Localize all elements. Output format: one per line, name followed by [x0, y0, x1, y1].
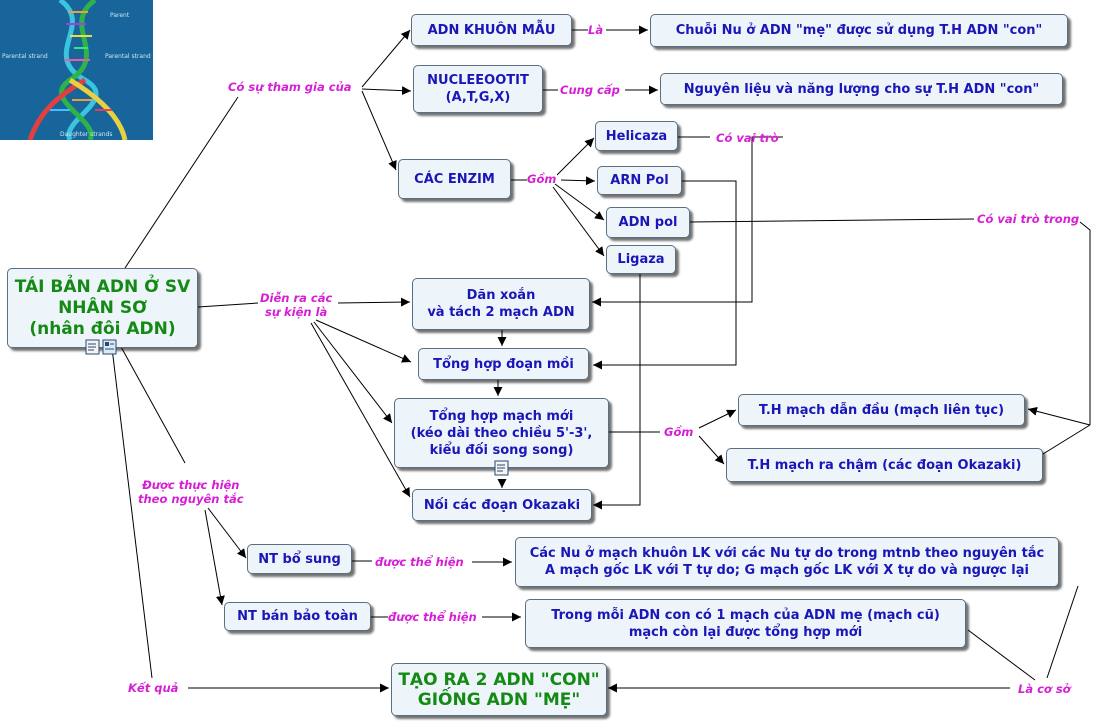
dna-caption-parent: Parent: [110, 12, 130, 19]
label-includes: Gồm: [527, 172, 557, 186]
node-okazaki-joining[interactable]: Nối các đoạn Okazaki: [412, 489, 592, 521]
label-events: Diễn ra các sự kiện là: [260, 291, 333, 319]
root-topic[interactable]: TÁI BẢN ADN Ở SV NHÂN SƠ (nhân đôi ADN): [7, 268, 198, 348]
label-role-in: Có vai trò trong: [977, 212, 1080, 226]
node-semiconservative-definition[interactable]: Trong mỗi ADN con có 1 mạch của ADN mẹ (…: [525, 599, 966, 648]
node-dna-polymerase[interactable]: ADN pol: [606, 207, 690, 238]
label-shown-semiconservative: được thể hiện: [388, 610, 477, 624]
note-icon[interactable]: [85, 339, 101, 356]
dna-caption-parental-left: Parental strand: [2, 53, 48, 60]
note-icon[interactable]: [494, 460, 510, 477]
node-leading-strand[interactable]: T.H mạch dẫn đầu (mạch liên tục): [738, 394, 1025, 426]
node-nucleotide-definition[interactable]: Nguyên liệu và năng lượng cho sự T.H ADN…: [660, 73, 1063, 105]
label-shown-complementary: được thể hiện: [375, 555, 464, 569]
node-complementary-definition[interactable]: Các Nu ở mạch khuôn LK với các Nu tự do …: [515, 537, 1059, 587]
node-template-definition[interactable]: Chuỗi Nu ở ADN "mẹ" được sử dụng T.H ADN…: [650, 14, 1068, 47]
label-basis: Là cơ sở: [1018, 682, 1071, 696]
node-enzymes[interactable]: CÁC ENZIM: [398, 159, 511, 199]
label-participation: Có sự tham gia của: [228, 80, 352, 94]
node-primer-synthesis[interactable]: Tổng hợp đoạn mồi: [418, 348, 589, 380]
dna-caption-parental-right: Parental strand: [105, 53, 151, 60]
dna-helix-image: Parent Parental strand Parental strand D…: [0, 0, 153, 140]
label-includes-strands: Gồm: [664, 425, 694, 439]
label-result: Kết quả: [128, 681, 179, 695]
dna-caption-daughter: Daughter strands: [60, 131, 113, 138]
node-unwinding[interactable]: Dãn xoắn và tách 2 mạch ADN: [412, 278, 590, 330]
node-ligase[interactable]: Ligaza: [606, 245, 676, 274]
label-provides: Cung cấp: [560, 83, 620, 97]
node-new-strand-synthesis[interactable]: Tổng hợp mạch mới (kéo dài theo chiều 5'…: [394, 398, 609, 468]
node-rna-polymerase[interactable]: ARN Pol: [597, 166, 682, 195]
label-is: Là: [588, 23, 604, 37]
node-result[interactable]: TẠO RA 2 ADN "CON" GIỐNG ADN "MẸ": [391, 663, 607, 716]
attachment-icon[interactable]: [102, 339, 118, 356]
label-principle: Được thực hiện theo nguyên tắc: [138, 478, 244, 506]
node-lagging-strand[interactable]: T.H mạch ra chậm (các đoạn Okazaki): [726, 448, 1043, 482]
label-role: Có vai trò: [716, 131, 779, 145]
node-template-dna[interactable]: ADN KHUÔN MẪU: [411, 14, 572, 46]
node-semiconservative-principle[interactable]: NT bán bảo toàn: [224, 602, 371, 631]
node-helicase[interactable]: Helicaza: [595, 121, 678, 151]
node-nucleotide[interactable]: NUCLEEOOTIT (A,T,G,X): [413, 65, 543, 113]
node-complementary-principle[interactable]: NT bổ sung: [247, 544, 352, 574]
